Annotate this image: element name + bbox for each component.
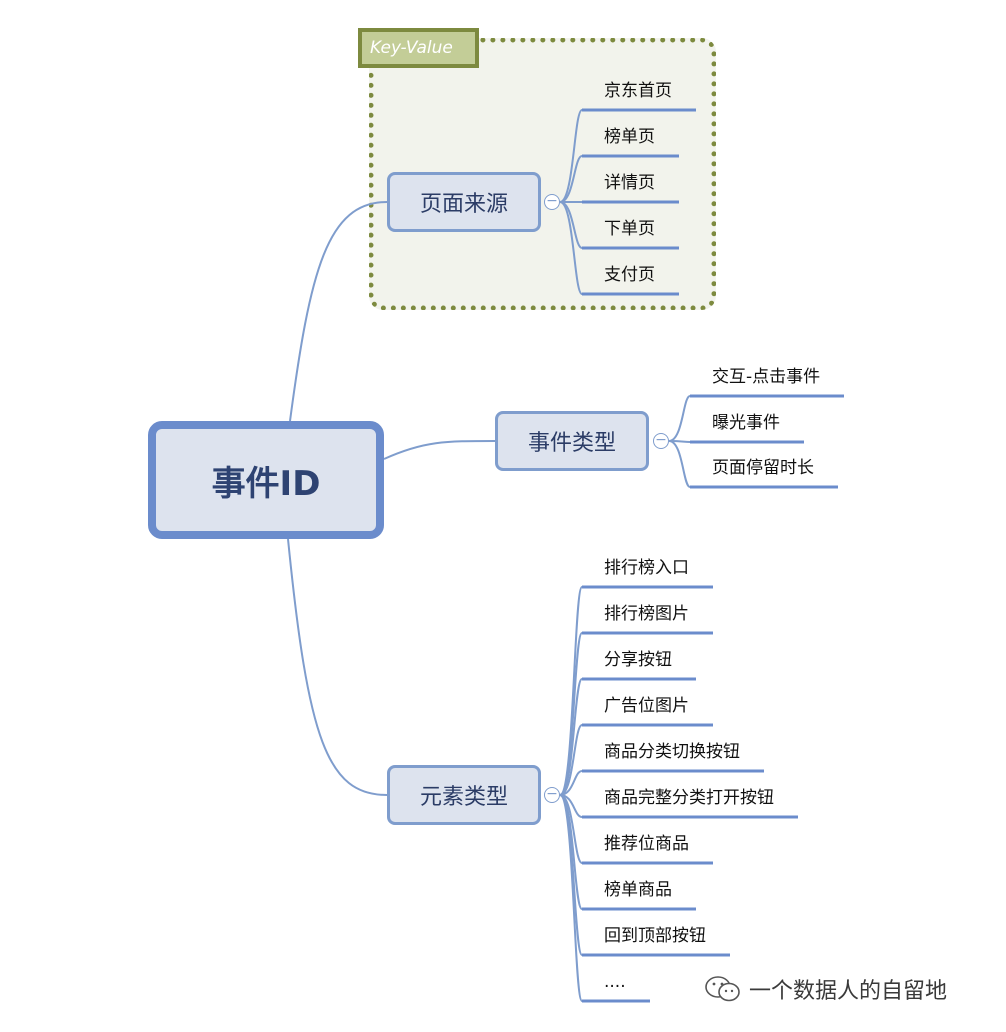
connector-leaf-event-type <box>668 440 691 488</box>
collapse-toggle-page-source[interactable]: − <box>544 194 560 210</box>
connector-leaf-page-source <box>559 201 583 295</box>
leaf-page-source[interactable]: 京东首页 <box>604 81 672 101</box>
leaf-element-type[interactable]: .... <box>604 972 626 992</box>
leaf-element-type[interactable]: 分享按钮 <box>604 650 672 670</box>
leaf-element-type[interactable]: 商品分类切换按钮 <box>604 742 740 762</box>
connector-root-event-type <box>383 440 496 460</box>
branch-node-element-type[interactable]: 元素类型 <box>387 765 541 825</box>
leaf-event-type[interactable]: 交互-点击事件 <box>712 367 821 387</box>
leaf-page-source[interactable]: 详情页 <box>604 173 655 193</box>
connector-leaf-element-type <box>559 770 583 796</box>
leaf-element-type[interactable]: 排行榜入口 <box>604 558 689 578</box>
branch-node-page-source[interactable]: 页面来源 <box>387 172 541 232</box>
connector-leaf-page-source <box>559 155 583 203</box>
connector-leaf-element-type <box>559 724 583 796</box>
connector-leaf-page-source <box>559 201 583 249</box>
leaf-element-type[interactable]: 推荐位商品 <box>604 834 689 854</box>
leaf-element-type[interactable]: 排行榜图片 <box>604 604 689 624</box>
leaf-event-type[interactable]: 页面停留时长 <box>712 458 814 478</box>
collapse-toggle-element-type[interactable]: − <box>544 787 560 803</box>
leaf-element-type[interactable]: 广告位图片 <box>604 696 689 716</box>
wechat-icon <box>705 976 740 1002</box>
connector-leaf-element-type <box>559 678 583 796</box>
connector-leaf-page-source <box>559 109 583 203</box>
leaf-element-type[interactable]: 回到顶部按钮 <box>604 926 706 946</box>
branch-node-event-type[interactable]: 事件类型 <box>495 411 649 471</box>
leaf-page-source[interactable]: 榜单页 <box>604 127 655 147</box>
connector-leaf-element-type <box>559 794 583 1002</box>
root-node-event-id[interactable]: 事件ID <box>148 421 384 539</box>
connector-root-element-type <box>287 538 388 796</box>
watermark: 一个数据人的自留地 <box>703 973 947 1005</box>
key-value-label: Key-Value <box>358 28 479 68</box>
connector-root-page-source <box>289 201 388 422</box>
leaf-page-source[interactable]: 支付页 <box>604 265 655 285</box>
leaf-element-type[interactable]: 商品完整分类打开按钮 <box>604 788 774 808</box>
connector-leaf-event-type <box>668 395 691 442</box>
leaf-event-type[interactable]: 曝光事件 <box>712 413 780 433</box>
watermark-text: 一个数据人的自留地 <box>749 979 948 1004</box>
leaf-page-source[interactable]: 下单页 <box>604 219 655 239</box>
leaf-element-type[interactable]: 榜单商品 <box>604 880 672 900</box>
collapse-toggle-event-type[interactable]: − <box>653 433 669 449</box>
